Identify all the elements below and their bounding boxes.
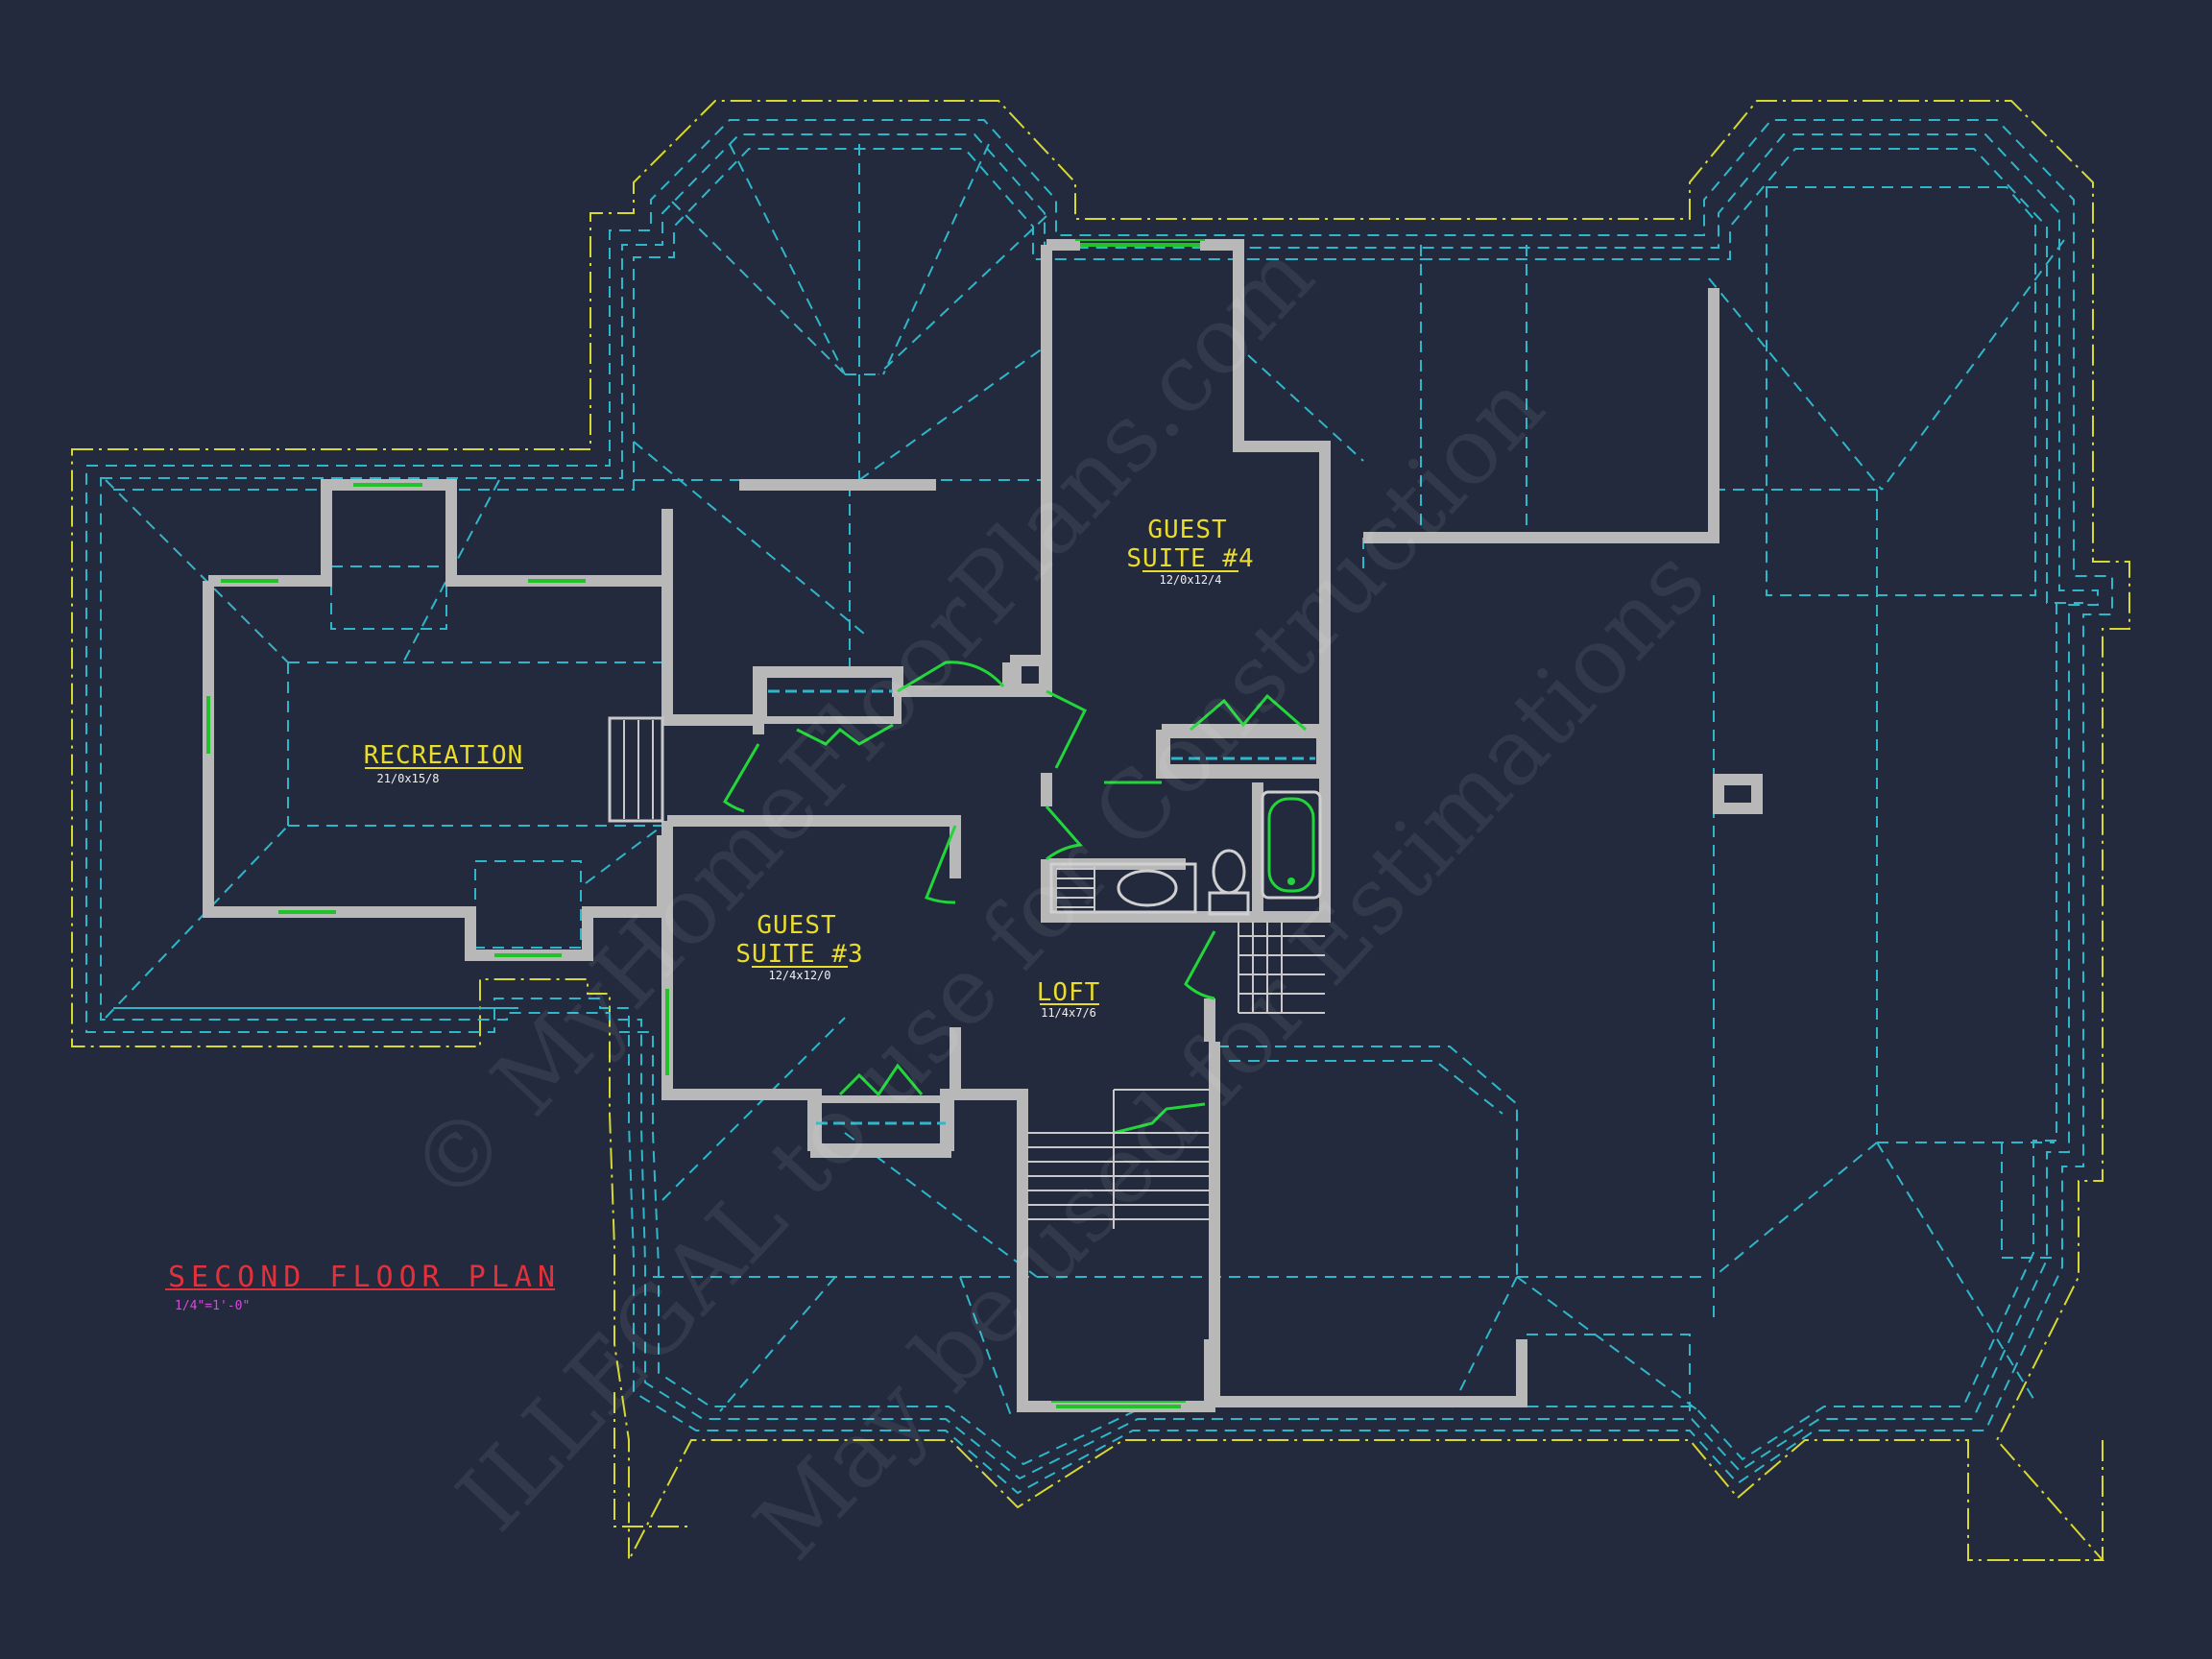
room-label-loft: LOFT 11/4x7/6	[1037, 978, 1101, 1020]
roof-offsets	[85, 119, 2113, 1495]
room-name-guest-suite-3-line1: GUEST	[757, 911, 836, 940]
room-name-recreation: RECREATION	[364, 741, 524, 770]
room-name-guest-suite-3-line2: SUITE #3	[735, 940, 863, 969]
roof-outline	[71, 100, 2130, 1561]
room-label-guest-suite-3: GUEST SUITE #3 12/4x12/0	[735, 911, 863, 982]
room-name-guest-suite-4-line1: GUEST	[1147, 516, 1227, 544]
windows	[206, 239, 1205, 1408]
room-size-loft: 11/4x7/6	[1041, 1006, 1096, 1020]
drawing-scale: 1/4"=1'-0"	[175, 1299, 250, 1313]
room-label-guest-suite-4: GUEST SUITE #4 12/0x12/4	[1126, 516, 1254, 587]
room-size-guest-suite-4: 12/0x12/4	[1159, 573, 1221, 587]
room-label-recreation: RECREATION 21/0x15/8	[364, 741, 524, 785]
room-name-guest-suite-4-line2: SUITE #4	[1126, 544, 1254, 573]
room-name-loft: LOFT	[1037, 978, 1101, 1007]
room-size-guest-suite-3: 12/4x12/0	[768, 969, 830, 982]
drawing-title-block: SECOND FLOOR PLAN 1/4"=1'-0"	[165, 1261, 555, 1313]
doors	[723, 661, 1307, 1135]
closets	[759, 668, 1324, 1151]
stairs	[608, 716, 1325, 1229]
room-size-recreation: 21/0x15/8	[376, 772, 439, 785]
bath-fixtures	[1049, 790, 1322, 916]
